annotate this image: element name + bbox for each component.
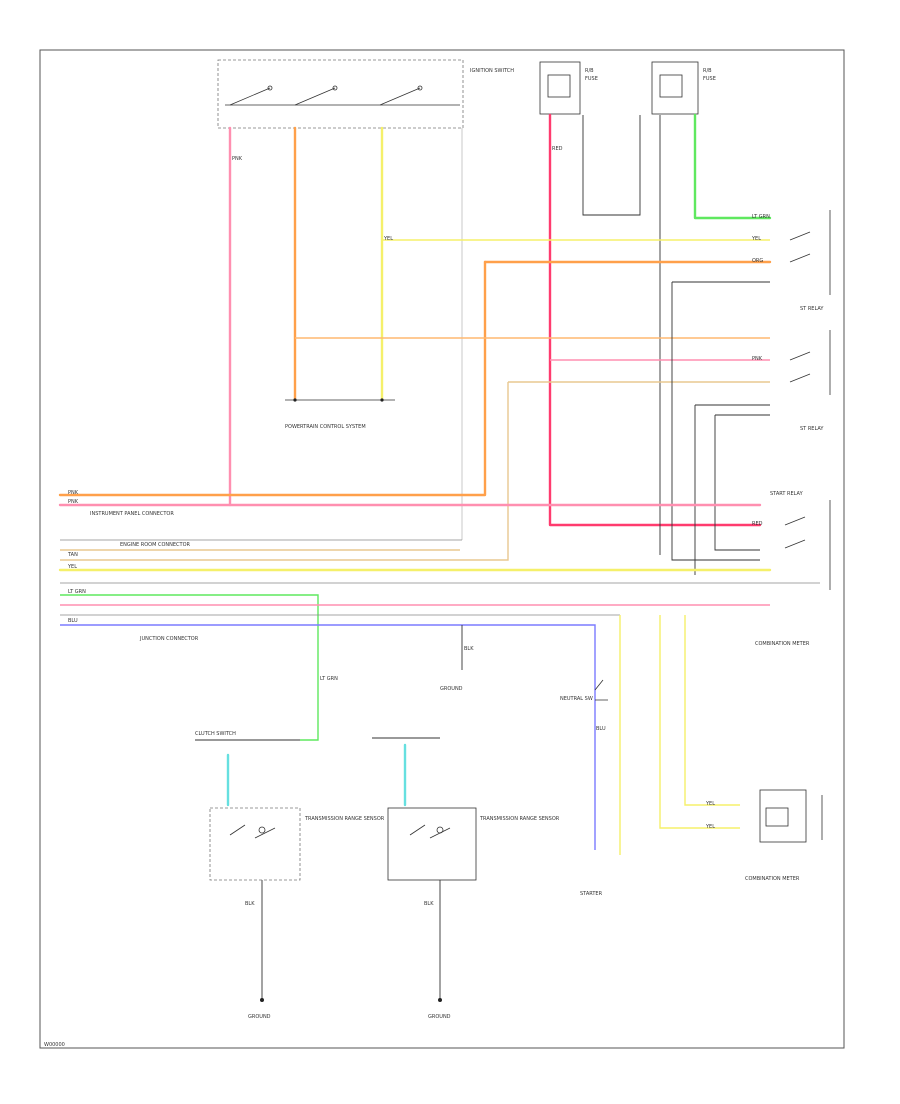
code-blu-v: BLU bbox=[596, 726, 606, 732]
code-grn-v: LT GRN bbox=[320, 676, 338, 682]
code-yel-m2: YEL bbox=[705, 824, 715, 830]
powertrain-control-system: POWERTRAIN CONTROL SYSTEM bbox=[285, 398, 395, 430]
wire-yellow-meter2 bbox=[684, 615, 740, 806]
relay-2: ST RELAY bbox=[789, 330, 831, 432]
neutral-switch: NEUTRAL SW bbox=[560, 679, 608, 702]
code-tan: TAN bbox=[67, 552, 78, 558]
sensor-left: TRANSMISSION RANGE SENSOR bbox=[209, 807, 385, 881]
code-grn: LT GRN bbox=[752, 214, 770, 220]
ground-left-point bbox=[260, 998, 264, 1002]
diagram-frame bbox=[39, 49, 845, 1049]
wire-red-fuse bbox=[548, 113, 762, 527]
wire-black-start bbox=[671, 282, 760, 561]
code-yel-r: YEL bbox=[751, 236, 761, 242]
fuse-1-label: FUSE bbox=[585, 76, 598, 82]
code-pnk-1: PNK bbox=[68, 490, 79, 496]
code-blk-gr: BLK bbox=[424, 901, 434, 907]
meter-label: COMBINATION METER bbox=[745, 876, 800, 882]
wire-black-relay2-down bbox=[694, 405, 760, 575]
sensor-right: TRANSMISSION RANGE SENSOR bbox=[387, 807, 560, 881]
wire-orange-down bbox=[58, 260, 487, 497]
wire-blue-conn bbox=[60, 624, 596, 850]
ignition-switch-label: IGNITION SWITCH bbox=[470, 68, 514, 74]
starter-label: STARTER bbox=[580, 891, 603, 897]
wire-green-fuse2 bbox=[693, 113, 772, 220]
combination-meter: COMBINATION METER bbox=[745, 789, 823, 882]
relay-1-label: ST RELAY bbox=[800, 306, 824, 312]
code-blk-v: BLK bbox=[464, 646, 474, 652]
sensor-right-label: TRANSMISSION RANGE SENSOR bbox=[479, 816, 560, 822]
wire-green-conn bbox=[60, 594, 319, 741]
code-red-r: RED bbox=[752, 521, 763, 527]
junction-connector-label: JUNCTION CONNECTOR bbox=[139, 636, 199, 642]
code-yel-m1: YEL bbox=[705, 801, 715, 807]
code-blk-gl: BLK bbox=[245, 901, 255, 907]
code-pnk-r: PNK bbox=[752, 356, 763, 362]
code-yel-v: YEL bbox=[383, 236, 393, 242]
neutral-sw-label: NEUTRAL SW bbox=[560, 696, 593, 702]
wire-tan-down bbox=[60, 382, 509, 561]
code-red-v: RED bbox=[552, 146, 563, 152]
wire-black-loop bbox=[582, 115, 641, 216]
ignition-switch: IGNITION SWITCH bbox=[217, 59, 514, 129]
sensor-left-label: TRANSMISSION RANGE SENSOR bbox=[304, 816, 385, 822]
wire-yellow-meter1 bbox=[659, 615, 740, 829]
ground-label: GROUND bbox=[440, 686, 463, 692]
engine-room-connector-label: ENGINE ROOM CONNECTOR bbox=[120, 542, 191, 548]
fuse-box-2-label: R/B bbox=[703, 68, 712, 74]
code-pnk-2: PNK bbox=[68, 499, 79, 505]
ground-right-point bbox=[438, 998, 442, 1002]
relay-1: ST RELAY bbox=[789, 210, 831, 312]
code-pnk-v: PNK bbox=[232, 156, 243, 162]
ground-right-label: GROUND bbox=[428, 1014, 451, 1020]
fuse-box-1-label: R/B bbox=[585, 68, 594, 74]
code-blu: BLU bbox=[68, 618, 78, 624]
wire-black-relay2 bbox=[695, 404, 770, 416]
relay-2-label: ST RELAY bbox=[800, 426, 824, 432]
start-relay-label: START RELAY bbox=[770, 491, 804, 497]
clutch-switch-label: CLUTCH SWITCH bbox=[195, 731, 236, 737]
fuse-box-2: R/B FUSE bbox=[651, 61, 716, 115]
fuse-box-1: R/B FUSE bbox=[539, 61, 598, 115]
code-ltgrn: LT GRN bbox=[68, 589, 86, 595]
fuse-2-label: FUSE bbox=[703, 76, 716, 82]
corner-id: W00000 bbox=[44, 1042, 65, 1048]
start-relay: START RELAY bbox=[770, 491, 831, 590]
combination-meter-label: COMBINATION METER bbox=[755, 641, 810, 647]
code-org: ORG bbox=[752, 258, 763, 264]
code-yel: YEL bbox=[67, 564, 77, 570]
ground-left-label: GROUND bbox=[248, 1014, 271, 1020]
powertrain-control-label: POWERTRAIN CONTROL SYSTEM bbox=[285, 424, 366, 430]
ignition-relay-connector-label: INSTRUMENT PANEL CONNECTOR bbox=[90, 511, 174, 517]
